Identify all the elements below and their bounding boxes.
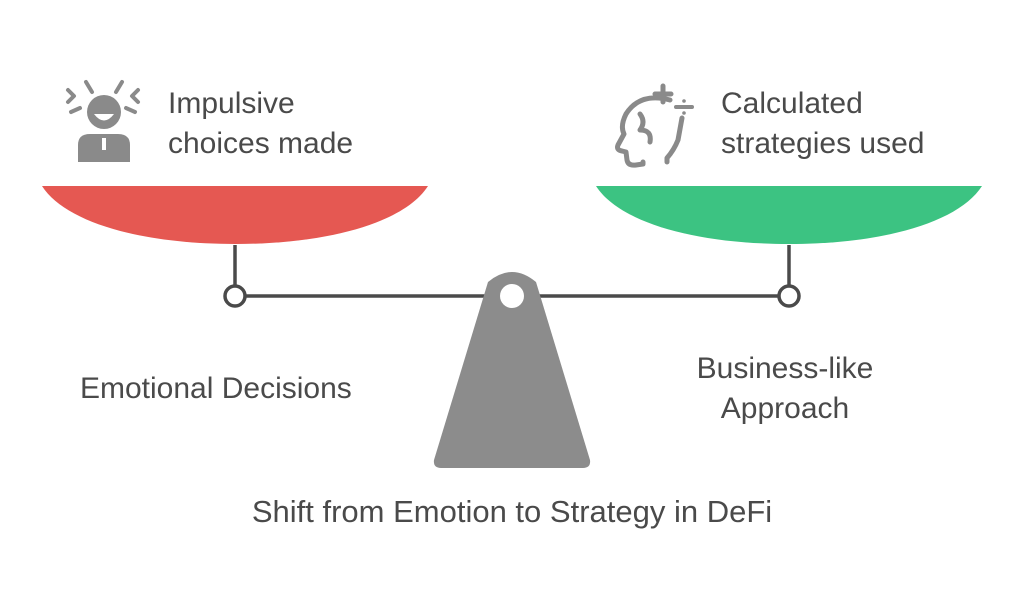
right-pivot-ring — [777, 284, 801, 308]
right-bottom-label: Business-like Approach — [660, 349, 910, 429]
right-bottom-label-line-2: Approach — [720, 392, 850, 425]
fulcrum — [433, 272, 591, 468]
left-top-label: Impulsive choices made — [168, 84, 353, 164]
diagram-caption-text: Shift from Emotion to Strategy in DeFi — [251, 494, 773, 529]
diagram-caption: Shift from Emotion to Strategy in DeFi — [0, 492, 1024, 532]
left-pivot-ring — [223, 284, 247, 308]
left-pan — [42, 186, 428, 244]
right-top-label-line-1: Calculated — [721, 87, 863, 120]
left-bottom-label: Emotional Decisions — [80, 369, 352, 409]
right-top-label-line-2: strategies used — [721, 127, 925, 160]
right-bottom-label-line-1: Business-like — [696, 352, 874, 385]
right-pan — [596, 186, 982, 244]
right-top-label: Calculated strategies used — [721, 84, 924, 164]
head-math-icon — [615, 83, 694, 168]
left-bottom-label-text: Emotional Decisions — [80, 372, 352, 405]
fulcrum-pivot — [500, 284, 524, 308]
left-top-label-line-2: choices made — [168, 127, 354, 160]
left-top-label-line-1: Impulsive — [168, 87, 295, 120]
stressed-person-icon — [66, 80, 140, 162]
